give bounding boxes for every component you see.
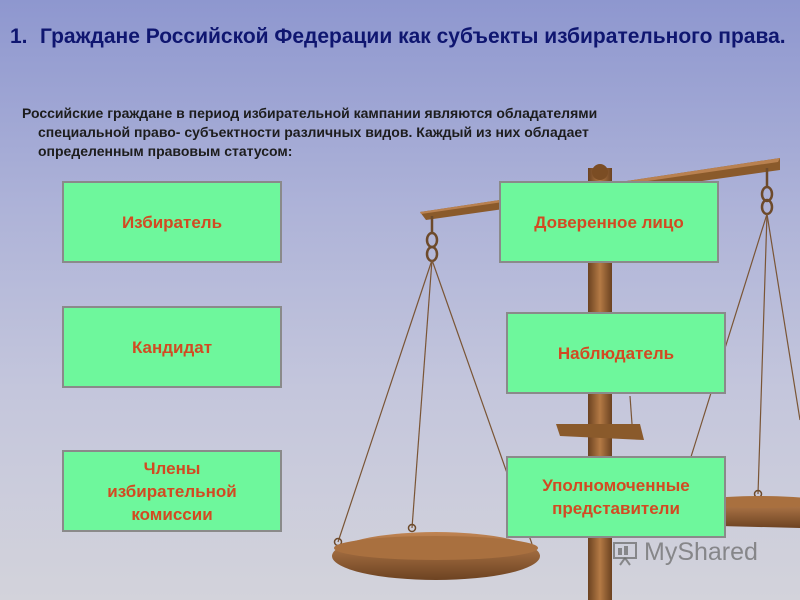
slide-title: 1. Граждане Российской Федерации как суб… — [10, 24, 790, 50]
watermark-text: MyShared — [644, 538, 758, 566]
box-trusted-person: Доверенное лицо — [499, 181, 719, 263]
right-strings — [629, 213, 800, 495]
title-text: Граждане Российской Федерации как субъек… — [40, 25, 786, 48]
box-observer: Наблюдатель — [506, 312, 726, 394]
intro-paragraph: Российские граждане в период избирательн… — [22, 104, 722, 161]
scale-bracket — [556, 424, 644, 440]
left-hook — [425, 216, 439, 263]
box-candidate: Кандидат — [62, 306, 282, 388]
intro-line: определенным правовым статусом: — [38, 143, 293, 159]
intro-line: специальной право- субъектности различны… — [38, 124, 589, 140]
left-strings — [337, 259, 533, 545]
box-authorized-representatives: Уполномоченные представители — [506, 456, 726, 538]
intro-line: Российские граждане в период избирательн… — [22, 105, 598, 121]
box-voter: Избиратель — [62, 181, 282, 263]
title-number: 1. — [10, 25, 28, 48]
watermark: MyShared — [612, 538, 758, 567]
right-hook — [760, 168, 774, 216]
box-commission-members: Члены избирательной комиссии — [62, 450, 282, 532]
presentation-icon — [613, 541, 637, 566]
